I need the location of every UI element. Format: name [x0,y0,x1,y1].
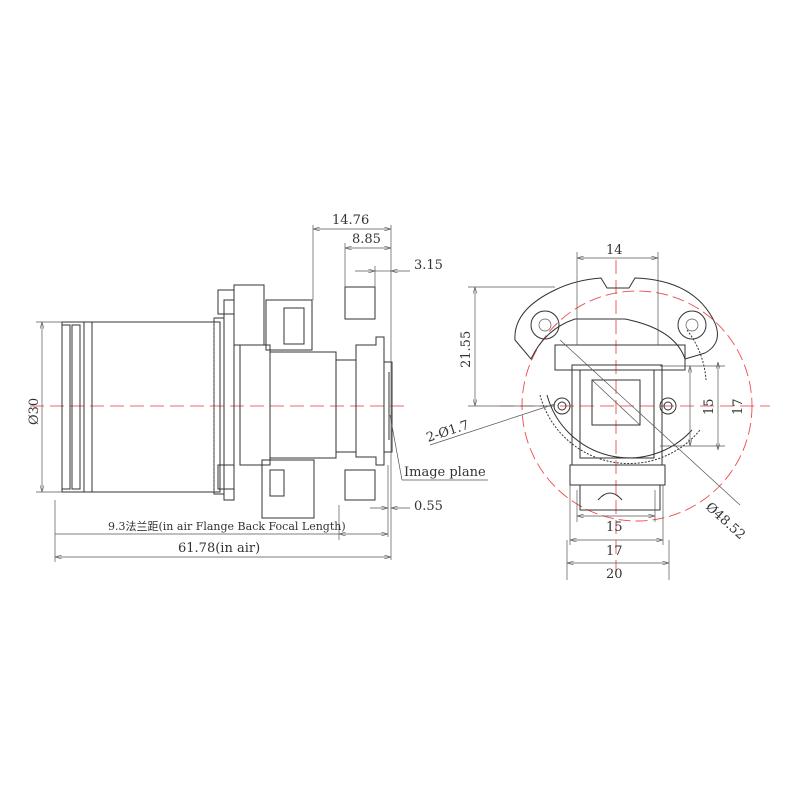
dim-flange-back: 9.3法兰距(in air Flange Back Focal Length) [108,519,346,533]
focus-gear [213,299,235,501]
dim-diameter-48-52: Ø48.52 [702,500,748,543]
dim-right-17: 17 [731,398,746,415]
dim-holes: 2-Ø1.7 [425,418,471,446]
dim-diameter-30: Ø30 [27,398,42,425]
mount-bracket [514,277,718,360]
mount-hole-right [659,397,677,415]
front-view: 14 21.55 15 17 2-Ø1.7 Ø48.52 15 17 20 [425,243,770,582]
image-plane-label: Image plane [404,465,486,480]
dim-top-14: 14 [606,243,623,258]
dim-bottom-17: 17 [606,544,623,559]
dim-bottom-20: 20 [606,567,623,582]
side-view: 14.76 8.85 3.15 Ø30 Image plane 0.55 9.3… [27,213,488,562]
dim-right-15: 15 [702,398,717,415]
outer-diameter-circle [521,290,753,522]
dim-height-21-55: 21.55 [459,331,474,368]
dim-8-85: 8.85 [352,232,381,247]
dim-total-length: 61.78(in air) [178,541,260,556]
sensor [591,379,641,426]
dim-bottom-15: 15 [606,520,623,535]
dim-3-15: 3.15 [414,258,443,273]
lens-barrel [61,321,221,493]
dim-0-55: 0.55 [414,499,443,514]
housing [217,284,393,519]
dim-14-76: 14.76 [332,213,369,228]
